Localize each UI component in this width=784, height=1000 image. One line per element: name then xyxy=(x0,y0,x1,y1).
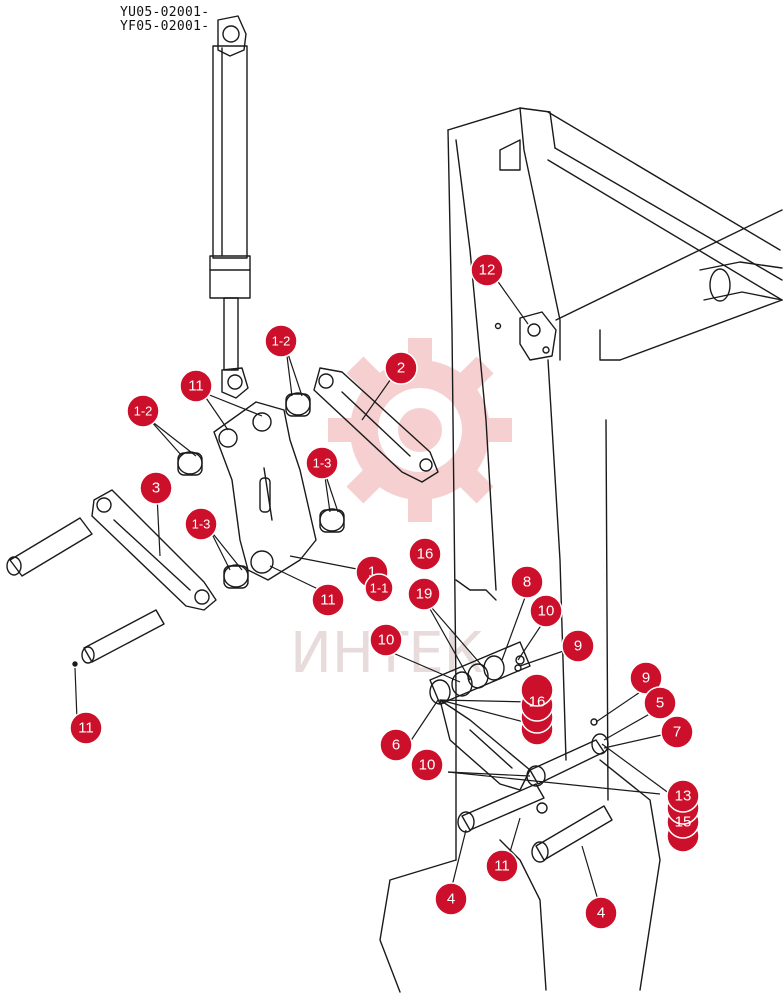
callout-6: 6 xyxy=(379,728,413,762)
svg-text:19: 19 xyxy=(416,586,433,603)
svg-text:12: 12 xyxy=(479,262,496,279)
callout-11-bottom: 11 xyxy=(485,849,519,883)
callout-16-top: 16 xyxy=(408,537,442,571)
leader-lines xyxy=(74,275,671,901)
svg-text:10: 10 xyxy=(538,603,555,620)
watermark-logo xyxy=(328,338,512,522)
svg-text:2: 2 xyxy=(397,360,405,377)
callout-5: 5 xyxy=(643,686,677,720)
svg-text:5: 5 xyxy=(656,695,664,712)
svg-text:11: 11 xyxy=(494,858,510,875)
callout-1-3-left: 1-3 xyxy=(184,507,218,541)
svg-text:13: 13 xyxy=(675,788,692,805)
svg-text:11: 11 xyxy=(78,720,94,737)
svg-text:1-3: 1-3 xyxy=(313,456,332,471)
svg-text:1-3: 1-3 xyxy=(192,517,211,532)
svg-text:16: 16 xyxy=(417,546,434,563)
serial-number-2: YF05-02001- xyxy=(120,19,210,34)
callout-10-right: 10 xyxy=(529,594,563,628)
excavator-arm-drawing xyxy=(6,15,783,993)
svg-text:10: 10 xyxy=(419,757,436,774)
svg-text:4: 4 xyxy=(597,905,605,922)
callout-10-left: 10 xyxy=(369,623,403,657)
callout-1-2-left: 1-2 xyxy=(126,394,160,428)
callout-11-top: 11 xyxy=(179,369,213,403)
callout-stack-16: 16 xyxy=(520,673,554,746)
callout-8: 8 xyxy=(510,565,544,599)
callout-1-3-right: 1-3 xyxy=(305,446,339,480)
callout-7: 7 xyxy=(660,715,694,749)
svg-text:16: 16 xyxy=(529,694,546,711)
callout-stack-13-15: 13 15 xyxy=(666,779,700,853)
svg-text:3: 3 xyxy=(152,480,160,497)
svg-text:9: 9 xyxy=(574,638,582,655)
callout-12: 12 xyxy=(470,253,504,287)
svg-text:1-2: 1-2 xyxy=(134,404,153,419)
callout-9-top: 9 xyxy=(561,629,595,663)
callout-1-1: 1-1 xyxy=(364,573,394,603)
svg-text:8: 8 xyxy=(523,574,531,591)
callout-3: 3 xyxy=(139,471,173,505)
svg-text:9: 9 xyxy=(642,670,650,687)
callout-2: 2 xyxy=(384,351,418,385)
svg-text:10: 10 xyxy=(378,632,395,649)
svg-text:11: 11 xyxy=(320,592,336,609)
callout-1-2-top: 1-2 xyxy=(264,324,298,358)
svg-text:1-1: 1-1 xyxy=(370,581,389,596)
svg-text:4: 4 xyxy=(447,891,455,908)
callout-11-left: 11 xyxy=(69,711,103,745)
serial-number-1: YU05-02001- xyxy=(120,5,210,20)
svg-text:7: 7 xyxy=(673,724,681,741)
callout-10-bottom: 10 xyxy=(410,748,444,782)
callout-4-right: 4 xyxy=(584,896,618,930)
svg-text:6: 6 xyxy=(392,737,400,754)
svg-text:15: 15 xyxy=(675,814,692,831)
callout-4-left: 4 xyxy=(434,882,468,916)
callout-11-mid: 11 xyxy=(311,583,345,617)
svg-text:11: 11 xyxy=(188,378,204,395)
callout-layer: 12 1-2 2 11 1-2 1-3 3 1-3 16 1 1-1 11 8 … xyxy=(69,253,700,930)
svg-text:1: 1 xyxy=(368,564,376,581)
callout-19: 19 xyxy=(407,577,441,611)
svg-text:1-2: 1-2 xyxy=(272,334,291,349)
